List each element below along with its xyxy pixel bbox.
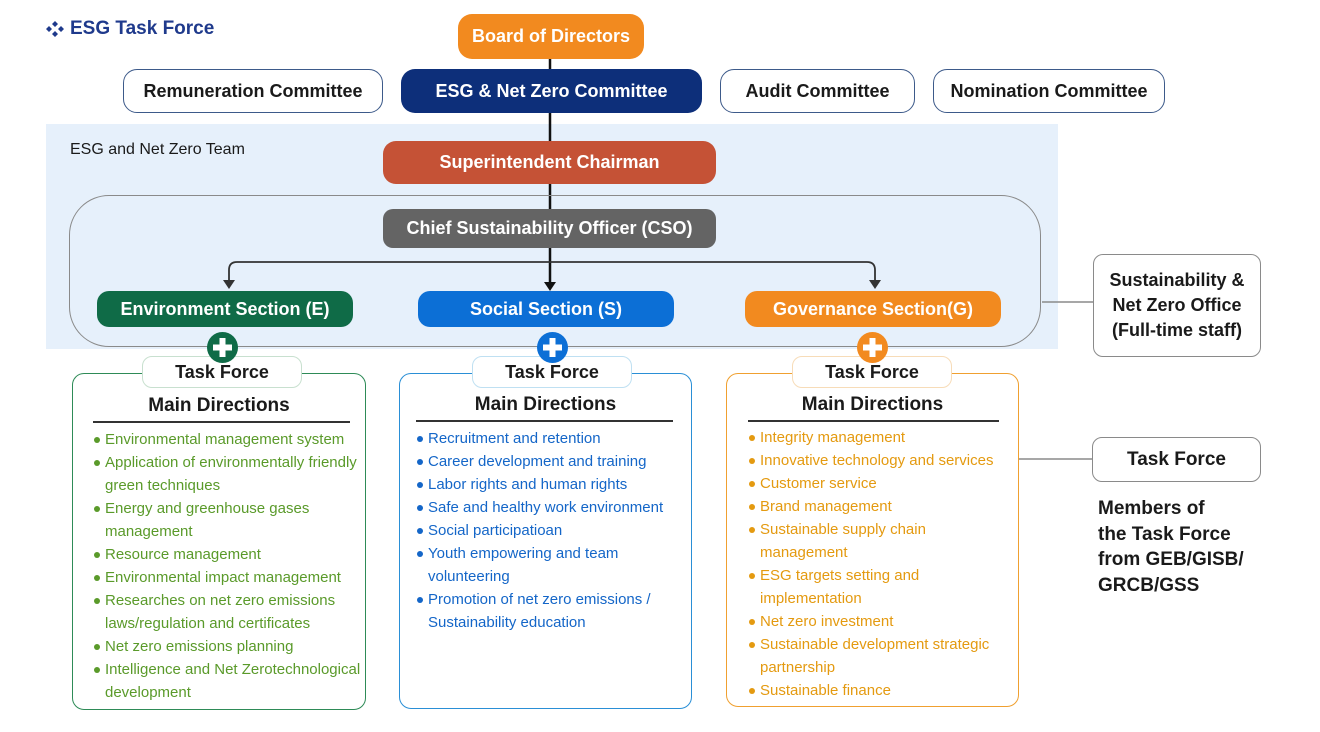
list-item: Brand management — [748, 495, 1014, 518]
governance-plus-icon — [857, 332, 888, 363]
list-item: Innovative technology and services — [748, 449, 1014, 472]
list-item: Career development and training — [416, 450, 686, 473]
social-heading-rule — [416, 420, 673, 422]
list-item: Researches on net zero emissions laws/re… — [93, 589, 361, 635]
task-force-members-note: Members of the Task Force from GEB/GISB/… — [1098, 496, 1298, 598]
environment-directions-list: Environmental management system Applicat… — [93, 428, 361, 704]
social-main-directions-heading: Main Directions — [474, 394, 617, 415]
list-item: Promotion of net zero emissions / Sustai… — [416, 588, 686, 634]
environment-heading-rule — [93, 421, 350, 423]
governance-arrowhead — [869, 280, 881, 289]
list-item: Energy and greenhouse gases management — [93, 497, 361, 543]
list-item: Integrity management — [748, 426, 1014, 449]
cso-box: Chief Sustainability Officer (CSO) — [383, 209, 716, 248]
list-item: Resource management — [93, 543, 361, 566]
members-line-1: Members of — [1098, 498, 1205, 519]
members-line-2: the Task Force — [1098, 523, 1231, 545]
governance-heading-rule — [748, 420, 999, 422]
sustainability-office-box: Sustainability & Net Zero Office (Full-t… — [1093, 254, 1261, 357]
environment-arrowhead — [223, 280, 235, 289]
side-task-force-box: Task Force — [1092, 437, 1261, 482]
members-line-3: from GEB/GISB/ — [1098, 549, 1244, 570]
list-item: Net zero investment — [748, 610, 1014, 633]
office-line-3: (Full-time staff) — [1112, 320, 1242, 340]
list-item: Application of environmentally friendly … — [93, 451, 361, 497]
governance-directions-panel: Main Directions Integrity management Inn… — [726, 373, 1019, 707]
list-item: ESG targets setting and implementation — [748, 564, 1014, 610]
remuneration-committee-box: Remuneration Committee — [123, 69, 383, 113]
social-arrowhead — [544, 282, 556, 291]
audit-committee-box: Audit Committee — [720, 69, 915, 113]
list-item: Youth empowering and team volunteering — [416, 542, 686, 588]
superintendent-chairman-box: Superintendent Chairman — [383, 141, 716, 184]
diamond-cluster-icon — [46, 21, 64, 37]
list-item: Net zero emissions planning — [93, 635, 361, 658]
list-item: Safe and healthy work environment — [416, 496, 686, 519]
list-item: Recruitment and retention — [416, 427, 686, 450]
list-item: Environmental management system — [93, 428, 361, 451]
environment-directions-panel: Main Directions Environmental management… — [72, 373, 366, 710]
office-line-1: Sustainability & — [1109, 270, 1245, 290]
social-plus-icon — [537, 332, 568, 363]
list-item: Intelligence and Net Zerotechnological d… — [93, 658, 361, 704]
branch-line — [228, 261, 876, 281]
office-line-2: Net Zero Office — [1112, 295, 1242, 315]
esg-net-zero-committee-box: ESG & Net Zero Committee — [401, 69, 702, 113]
brand-title: ESG Task Force — [70, 18, 215, 39]
social-section-box: Social Section (S) — [418, 291, 674, 327]
governance-directions-list: Integrity management Innovative technolo… — [748, 426, 1014, 702]
list-item: Sustainable supply chain management — [748, 518, 1014, 564]
governance-section-box: Governance Section(G) — [745, 291, 1001, 327]
list-item: Labor rights and human rights — [416, 473, 686, 496]
esg-team-label: ESG and Net Zero Team — [70, 141, 245, 158]
social-directions-panel: Main Directions Recruitment and retentio… — [399, 373, 692, 709]
list-item: Environmental impact management — [93, 566, 361, 589]
environment-main-directions-heading: Main Directions — [148, 395, 290, 416]
brand-header: ESG Task Force — [46, 18, 214, 40]
members-line-4: GRCB/GSS — [1098, 574, 1200, 596]
list-item: Sustainable finance — [748, 679, 1014, 702]
social-directions-list: Recruitment and retention Career develop… — [416, 427, 686, 634]
list-item: Social participatioan — [416, 519, 686, 542]
board-of-directors-box: Board of Directors — [458, 14, 644, 59]
nomination-committee-box: Nomination Committee — [933, 69, 1165, 113]
environment-plus-icon — [207, 332, 238, 363]
environment-section-box: Environment Section (E) — [97, 291, 353, 327]
list-item: Sustainable development strategic partne… — [748, 633, 1014, 679]
governance-main-directions-heading: Main Directions — [801, 394, 944, 415]
list-item: Customer service — [748, 472, 1014, 495]
